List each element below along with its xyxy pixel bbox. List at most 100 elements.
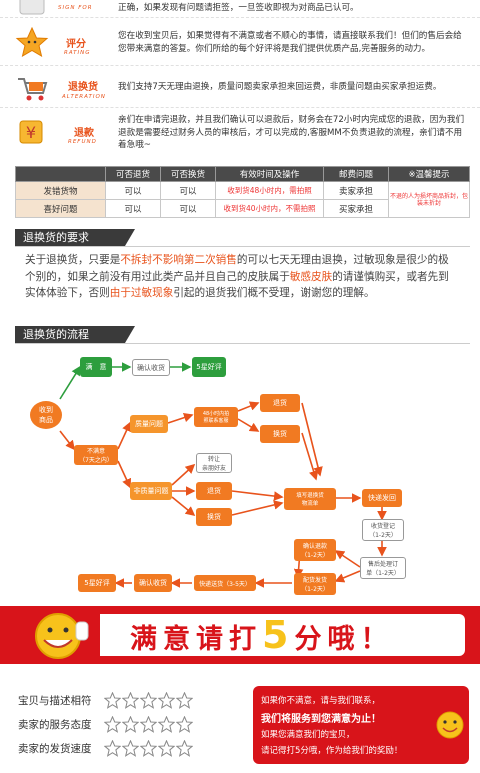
banner-text-part: 分哦！ [294,624,394,655]
flow-node-after-sale: 售后处理订 单（1-2天） [360,557,406,579]
star-icon[interactable] [104,692,121,709]
star-icon [15,27,49,57]
policy-highlight: 不拆封不影响第二次销售 [120,254,237,266]
table-cell: 可以 [160,199,216,218]
row-title: 退换货 [68,82,98,93]
flow-node-resend: 配货发货 （1-2天） [294,573,336,595]
smiley-thumbs-up-icon [35,613,89,659]
star-icon[interactable] [176,740,193,757]
table-row: 发错货物 可以 可以 收到货48小时内，需拍照 卖家承担 不退的人为损坏商品拆封… [15,181,470,218]
table-cell: 喜好问题 [15,199,106,218]
table-row: 喜好问题 可以 可以 收到货40小时内，不需拍照 买家承担 [15,199,470,218]
row-title-en: SIGN FOR [58,5,93,11]
flow-node-exchange: 换货 [196,508,232,526]
signature-icon [19,0,45,15]
row-text: 正确，如果发现有问题请拒签，一旦签收即视为对商品已认可。 [118,3,359,14]
table-cell: 收到货48小时内，需拍照 [215,181,324,200]
info-row-rating: 评分 RATING 您在收到宝贝后，如果觉得有不满意或者不顺心的事情，请直接联系… [0,20,480,66]
table-cell: 收到货40小时内，不需拍照 [215,199,324,218]
rating-banner: 满意请打5分哦！ [0,606,480,664]
star-icon[interactable] [122,692,139,709]
row-title-en: ALTERATION [62,94,106,100]
star-icon[interactable] [122,716,139,733]
flowchart-arrows [59,362,387,588]
flow-node-five-star: 5星好评 [192,357,226,377]
table-header-cell: 邮费问题 [323,166,389,182]
section-title-process: 退换货的流程 [15,326,135,343]
table-header-row: 可否退货 可否换货 有效时间及操作 邮费问题 ※温馨提示 [15,166,470,182]
star-icon[interactable] [104,740,121,757]
rating-row: 宝贝与描述相符 [18,692,193,709]
policy-text-part: 的请谨慎购买，或者先到实体体验下，否则 [25,270,449,300]
message-line: 如果您满意我们的宝贝， [261,730,355,740]
rating-label: 卖家的服务态度 [18,719,92,731]
row-title-en: REFUND [68,139,97,145]
row-text: 我们支持7天无理由退换，质量问题卖家承担来回运费，非质量问题由买家承担运费。 [118,82,442,93]
star-icon[interactable] [158,692,175,709]
table-cell: 可以 [105,181,161,200]
flow-node-five-star: 5星好评 [78,574,116,592]
banner-text: 满意请打5分哦！ [130,614,393,656]
banner-strip [100,614,465,656]
rating-row: 卖家的发货速度 [18,740,193,757]
info-row-refund: ¥ 退款 REFUND 亲们在申请完退款，并且我们确认可以退款后，财务会在72小… [0,110,480,156]
star-icon[interactable] [176,692,193,709]
row-text: 亲们在申请完退款，并且我们确认可以退款后，财务会在72小时内完成您的退款，因为我… [118,115,465,151]
flow-node-refund: 退货 [260,394,300,412]
table-tip-cell: 不退的人为损坏商品拆封，包装未折封 [388,181,470,218]
star-icon[interactable] [104,716,121,733]
table-header-cell: 可否换货 [160,166,216,182]
flow-node-non-quality-issue: 非质量问题 [130,482,172,500]
info-row-alteration: 退换货 ALTERATION 我们支持7天无理由退换，质量问题卖家承担来回运费，… [0,68,480,108]
flow-node-confirm-refund: 确认退款 （1-2天） [294,539,336,561]
row-text: 您在收到宝贝后，如果觉得有不满意或者不顺心的事情，请直接联系我们！但们的售后会给… [118,31,462,54]
policy-text-part: 关于退换货，只要是 [25,254,121,266]
star-rating[interactable] [104,692,193,709]
star-icon[interactable] [140,692,157,709]
message-line: 请记得打5分哦，作为给我们的奖励！ [261,746,403,756]
money-icon: ¥ [19,120,43,144]
flow-node-unsatisfied: 不满意 （7天之内） [74,445,118,465]
star-icon[interactable] [122,740,139,757]
table-cell: 发错货物 [15,181,106,200]
flow-node-receipt-register: 收货登记 （1-2天） [362,519,404,541]
table-header-cell: 可否退货 [105,166,161,182]
message-line: 如果你不满意，请与我们联系， [261,696,381,706]
policy-highlight: 由于过敏现象 [109,287,174,300]
table-cell: 可以 [105,199,161,218]
banner-text-part: 满意请打 [130,624,262,655]
svg-text:¥: ¥ [26,123,36,142]
flow-node-delivery: 快递送货（3-5天） [194,575,256,591]
table-cell: 可以 [160,181,216,200]
star-icon[interactable] [140,740,157,757]
message-line: 我们将服务到您满意为止！ [261,714,381,725]
flow-node-refund: 退货 [196,482,232,500]
table-cell: 卖家承担 [323,181,389,200]
section-divider [15,246,470,247]
policy-text: 关于退换货，只要是不拆封不影响第二次销售的可以七天无理由退换，过敏现象是很少的极… [25,252,455,302]
star-rating[interactable] [104,740,193,757]
star-icon[interactable] [158,740,175,757]
shopping-cart-icon [18,78,48,101]
flow-node-express-return: 快递发回 [362,489,402,507]
info-row-sign-for: SIGN FOR 正确，如果发现有问题请拒签，一旦签收即视为对商品已认可。 [0,0,480,18]
section-title-requirements: 退换货的要求 [15,229,135,246]
flow-node-confirm-receipt: 确认收货 [134,574,172,592]
star-rating[interactable] [104,716,193,733]
table-header-cell: ※温馨提示 [388,166,470,182]
flow-node-quality-issue: 质量问题 [130,415,168,433]
policy-text-part: 引起的退货我们概不受理，谢谢您的理解。 [173,287,375,300]
table-cell: 买家承担 [323,199,389,218]
banner-five: 5 [262,613,295,657]
flow-node-photo-48h: 48小时内拍 照联系客服 [194,407,238,427]
star-icon[interactable] [158,716,175,733]
section-divider [15,343,470,344]
smiley-icon [436,711,464,739]
row-title-en: RATING [64,50,91,56]
rating-row: 卖家的服务态度 [18,716,193,733]
star-icon[interactable] [176,716,193,733]
star-icon[interactable] [140,716,157,733]
rating-label: 宝贝与描述相符 [18,695,92,707]
flow-node-transfer: 转让 亲朋好友 [196,453,232,473]
row-title: 退款 [74,128,94,139]
